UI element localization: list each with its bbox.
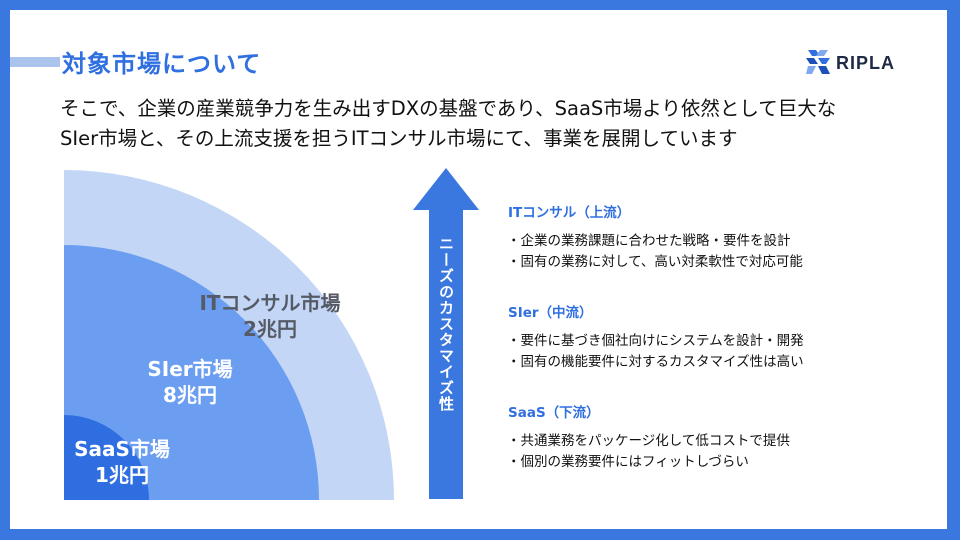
customization-arrow — [413, 168, 479, 499]
slide: 対象市場について RIPLA そこで、企業の産業競争力を生み出すDXの基盤であり… — [10, 10, 947, 529]
sier-market-label: SIer市場 8兆円 — [130, 356, 250, 408]
title-accent-bar — [10, 57, 60, 67]
lead-line-1: そこで、企業の産業競争力を生み出すDXの基盤であり、SaaS市場より依然として巨… — [60, 97, 837, 120]
saas-market-label: SaaS市場 1兆円 — [62, 436, 182, 488]
saas-market-name: SaaS市場 — [74, 437, 170, 461]
ripla-logo-icon — [806, 50, 830, 74]
it-market-name: ITコンサル市場 — [199, 291, 341, 315]
logo-text: RIPLA — [836, 53, 895, 73]
it-market-label: ITコンサル市場 2兆円 — [190, 290, 350, 342]
section-title-saas: SaaS（下流） — [508, 405, 600, 421]
it-market-size: 2兆円 — [243, 317, 297, 341]
arrow-label: ニーズのカスタマイズ性 — [437, 236, 455, 412]
ripla-logo: RIPLA — [802, 46, 902, 78]
bullet-sier-1: 要件に基づき個社向けにシステムを設計・開発 — [507, 329, 804, 349]
sier-market-size: 8兆円 — [163, 383, 217, 407]
saas-market-size: 1兆円 — [95, 463, 149, 487]
market-size-diagram — [64, 170, 394, 500]
bullet-it-2: 固有の業務に対して、高い対柔軟性で対応可能 — [507, 250, 803, 270]
bullet-sier-2: 固有の機能要件に対するカスタマイズ性は高い — [507, 350, 804, 370]
bullet-saas-1: 共通業務をパッケージ化して低コストで提供 — [507, 429, 790, 449]
bullet-it-1: 企業の業務課題に合わせた戦略・要件を設計 — [507, 229, 791, 249]
lead-text: そこで、企業の産業競争力を生み出すDXの基盤であり、SaaS市場より依然として巨… — [60, 94, 920, 154]
saas-arc — [64, 415, 149, 500]
sier-market-name: SIer市場 — [147, 357, 233, 381]
sier-arc — [64, 245, 319, 500]
page-title: 対象市場について — [62, 50, 262, 78]
bullet-saas-2: 個別の業務要件にはフィットしづらい — [507, 450, 749, 470]
lead-line-2: SIer市場と、その上流支援を担うITコンサル市場にて、事業を展開しています — [60, 127, 738, 150]
section-title-it: ITコンサル（上流） — [508, 205, 631, 221]
section-title-sier: SIer（中流） — [508, 305, 593, 321]
